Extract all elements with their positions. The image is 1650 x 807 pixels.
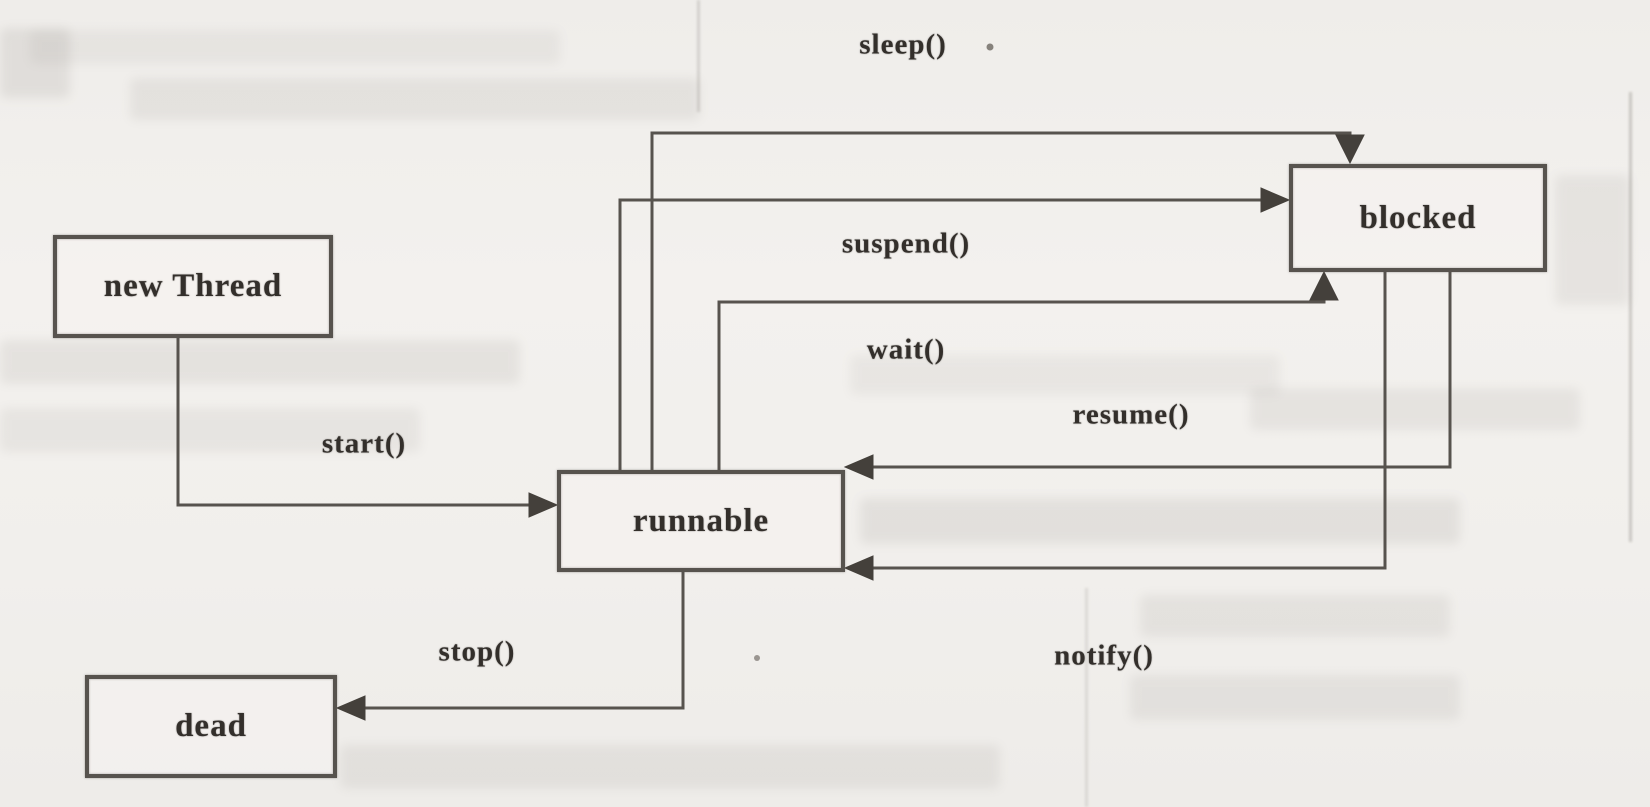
state-node-new-thread: new Thread <box>53 235 333 338</box>
transition-label-notify: notify() <box>1054 639 1154 672</box>
state-label-runnable: runnable <box>632 502 770 539</box>
transition-sleep-arrow <box>650 131 1365 470</box>
transition-label-wait: wait() <box>866 333 946 366</box>
transition-wait-arrow <box>717 270 1339 470</box>
transition-label-sleep: sleep() <box>859 28 947 61</box>
state-label-dead: dead <box>175 708 247 744</box>
transition-label-stop: stop() <box>438 635 516 668</box>
transition-label-suspend: suspend() <box>841 227 971 260</box>
state-label-blocked: blocked <box>1359 199 1477 236</box>
transition-notify-arrow <box>843 272 1387 581</box>
state-node-dead: dead <box>85 675 337 778</box>
state-label-new-thread: new Thread <box>103 268 283 304</box>
transition-stop-arrow <box>335 572 685 721</box>
transition-label-resume: resume() <box>1072 398 1190 431</box>
transition-suspend-arrow <box>618 187 1291 470</box>
state-node-blocked: blocked <box>1289 164 1547 272</box>
state-node-runnable: runnable <box>557 470 845 572</box>
transition-resume-arrow <box>843 272 1452 480</box>
scan-speck <box>754 655 760 661</box>
transition-start-arrow <box>176 338 559 518</box>
transition-label-start: start() <box>321 427 407 460</box>
scan-speck <box>986 43 994 51</box>
